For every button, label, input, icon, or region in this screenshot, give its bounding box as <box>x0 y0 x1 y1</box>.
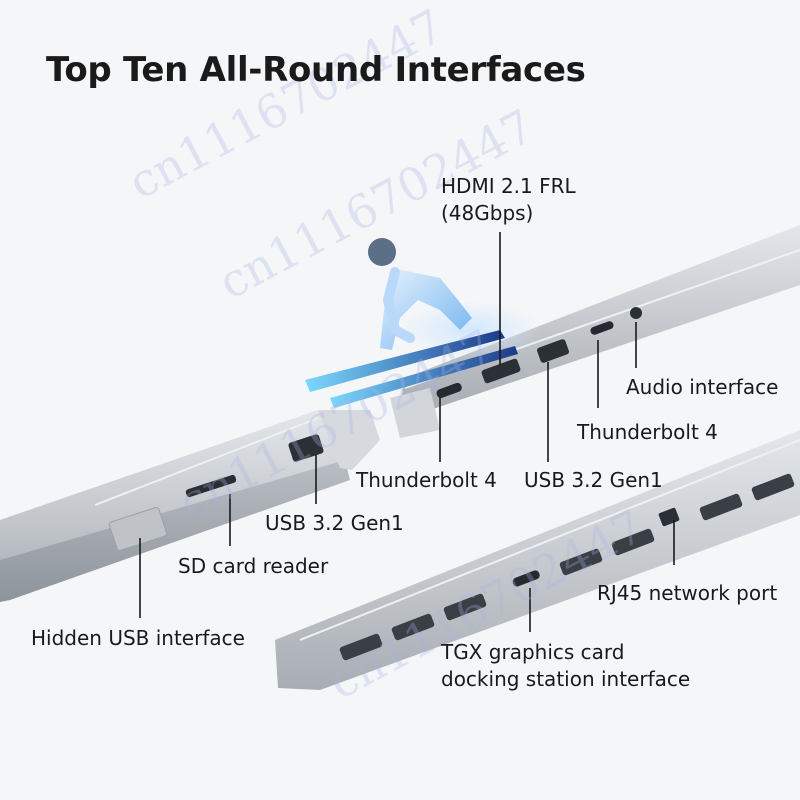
skier-graphic <box>305 238 540 408</box>
leader-lines <box>139 232 675 632</box>
svg-text:cn1116702447: cn1116702447 <box>170 319 503 530</box>
tgx-label: TGX graphics card docking station interf… <box>441 640 691 691</box>
laptop-back-side <box>275 430 800 690</box>
hidden-usb-label: Hidden USB interface <box>31 626 245 650</box>
audio-interface-label: Audio interface <box>626 375 779 399</box>
thunderbolt-left-label: Thunderbolt 4 <box>356 468 497 492</box>
laptop-left-side <box>0 410 380 602</box>
hdmi-label: HDMI 2.1 FRL (48Gbps) <box>441 174 576 225</box>
sd-card-reader-label: SD card reader <box>178 554 329 578</box>
usb-middle-label: USB 3.2 Gen1 <box>524 468 663 492</box>
rj45-label: RJ45 network port <box>597 581 778 605</box>
page-title: Top Ten All-Round Interfaces <box>46 50 586 90</box>
usb-left-label: USB 3.2 Gen1 <box>265 511 404 535</box>
thunderbolt-right-label: Thunderbolt 4 <box>577 420 718 444</box>
